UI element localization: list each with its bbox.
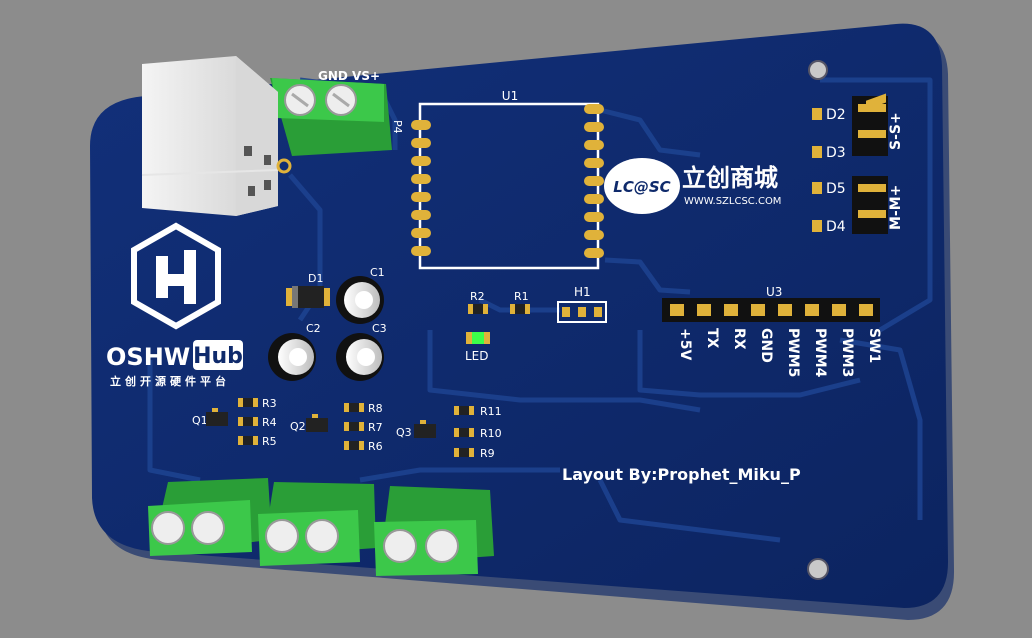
res-r3-ref: R3 (262, 397, 277, 410)
terminal-block-2 (258, 482, 376, 566)
header-u3-pins (670, 304, 873, 316)
h-letter-icon (156, 250, 196, 304)
cap-c2-ref: C2 (306, 322, 321, 335)
diode-d1: D1 (286, 272, 330, 308)
diode-d2-ref: D2 (826, 107, 846, 123)
logo-subtitle: 立创开源硬件平台 (110, 374, 230, 388)
module-u1: U1 (411, 89, 604, 270)
header-u3-pin-label: GND (758, 328, 774, 363)
header-u3-pin-label: PWM5 (785, 328, 801, 377)
res-r10-ref: R10 (480, 427, 502, 440)
res-r5-ref: R5 (262, 435, 277, 448)
mounting-holes (807, 60, 829, 580)
servo-header-s: S-S+ (852, 93, 904, 156)
header-u3: U3 +5V TX RX GND PWM5 PWM4 PWM3 SW1 (662, 285, 882, 378)
terminal-block-1 (148, 478, 272, 556)
header-h1: H1 (557, 285, 607, 323)
transistor-group-3: Q3 (396, 420, 436, 439)
layout-credit: Layout By:Prophet_Miku_P (562, 465, 801, 484)
header-u3-pin-label: RX (731, 328, 747, 350)
cap-c3-ref: C3 (372, 322, 387, 335)
capacitor-c3: C3 (336, 322, 387, 381)
transistor-q1-ref: Q1 (192, 414, 208, 427)
capacitor-c2: C2 (268, 322, 321, 381)
oshw-hub-logo: OSHW Hub 立创开源硬件平台 (106, 222, 243, 388)
header-u3-pin (805, 304, 819, 316)
resistor-r1: R1 (510, 290, 530, 314)
logo-brand-text: OSHW (106, 343, 190, 371)
res-r11-ref: R11 (480, 405, 502, 418)
header-u3-ref: U3 (766, 285, 782, 299)
led: LED (465, 332, 490, 363)
terminal-screw (305, 519, 339, 553)
res-r7-ref: R7 (368, 421, 383, 434)
capacitor-c1: C1 (336, 266, 385, 324)
lcsc-name: 立创商城 (682, 164, 778, 192)
terminal-screw (425, 529, 459, 563)
servo-header-m: M-M+ (852, 176, 904, 234)
header-u3-pin-label: PWM4 (812, 328, 828, 378)
header-u3-pin-label: PWM3 (839, 328, 855, 377)
header-u3-labels: +5V TX RX GND PWM5 PWM4 PWM3 SW1 (677, 328, 882, 378)
logo-badge-text: Hub (193, 344, 243, 369)
led-label: LED (465, 349, 489, 363)
res-r4-ref: R4 (262, 416, 277, 429)
transistor-q3-ref: Q3 (396, 426, 412, 439)
terminal-screw (191, 511, 225, 545)
diode-d3-ref: D3 (826, 145, 846, 161)
power-terminal-p4: GND VS+ P4 (270, 69, 404, 156)
header-u3-pin-label: SW1 (866, 328, 882, 363)
transistor-group-2: Q2 (290, 414, 328, 433)
header-h1-ref: H1 (574, 285, 591, 299)
header-u3-pin (697, 304, 711, 316)
hexagon-logo-icon (131, 222, 221, 330)
diode-d4-ref: D4 (826, 219, 846, 235)
resistor-group-1: R3 R4 R5 (238, 397, 277, 448)
lcsc-url: WWW.SZLCSC.COM (684, 196, 781, 207)
power-terminal-ref: P4 (391, 120, 404, 134)
cap-c1-ref: C1 (370, 266, 385, 279)
res-r1-ref: R1 (514, 290, 529, 303)
resistor-group-3: R11 R10 R9 (454, 405, 502, 460)
header-u3-pin (670, 304, 684, 316)
module-u1-ref: U1 (502, 89, 518, 103)
servo-s-label: S-S+ (888, 112, 904, 150)
diodes-right: D2 D3 D5 D4 (812, 107, 846, 235)
mounting-hole (808, 60, 828, 80)
diode-d5-ref: D5 (826, 181, 846, 197)
resistor-group-2: R8 R7 R6 (344, 402, 383, 453)
lcsc-logo-text: LC@SC (613, 178, 670, 196)
res-r8-ref: R8 (368, 402, 383, 415)
power-terminal-pins: GND VS+ (318, 69, 380, 83)
transistor-q2-ref: Q2 (290, 420, 306, 433)
usb-connector (141, 56, 292, 216)
header-u3-pin (724, 304, 738, 316)
terminal-screw (383, 529, 417, 563)
header-u3-pin (859, 304, 873, 316)
header-u3-pin-label: TX (704, 328, 720, 349)
transistor-group-1: Q1 (192, 408, 228, 427)
mounting-hole (807, 558, 829, 580)
header-u3-pin (832, 304, 846, 316)
header-u3-pin-label: +5V (677, 328, 693, 360)
servo-m-label: M-M+ (888, 185, 904, 230)
copper-traces (147, 77, 933, 543)
pcb-board (90, 23, 949, 609)
resistor-r2: R2 (468, 290, 488, 314)
lcsc-logo: LC@SC 立创商城 WWW.SZLCSC.COM (604, 158, 781, 214)
terminal-block-3 (374, 486, 494, 576)
res-r6-ref: R6 (368, 440, 383, 453)
terminal-screw (265, 519, 299, 553)
header-u3-pin (751, 304, 765, 316)
res-r9-ref: R9 (480, 447, 495, 460)
res-r2-ref: R2 (470, 290, 485, 303)
terminal-screw (151, 511, 185, 545)
header-u3-pin (778, 304, 792, 316)
diode-d1-ref: D1 (308, 272, 323, 285)
